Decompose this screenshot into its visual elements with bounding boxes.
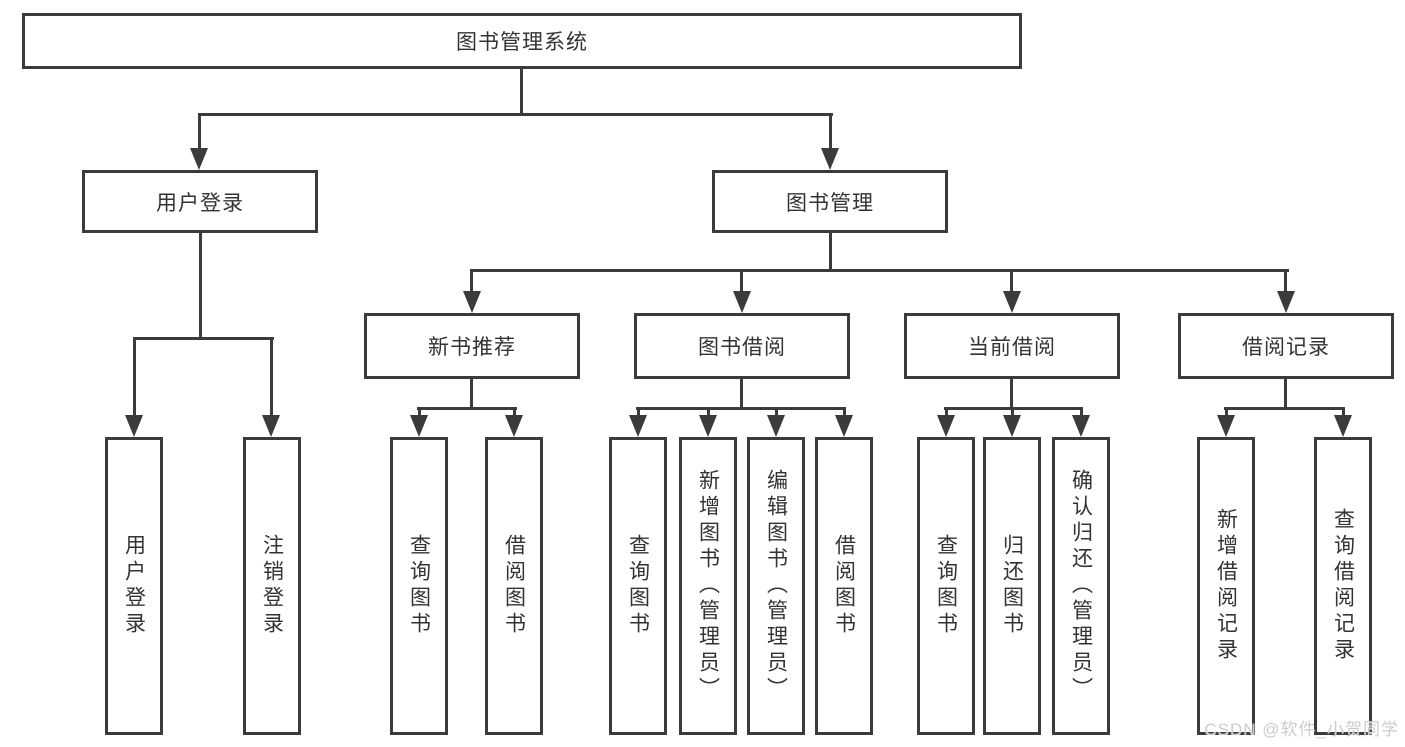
connector-line (1225, 410, 1228, 417)
leaf-logout: 注销登录 (243, 437, 301, 735)
arrow-down-icon (1217, 415, 1235, 437)
leaf-newbook-borrow-books: 借阅图书 (485, 437, 543, 735)
connector-line (829, 116, 832, 150)
node-label: 图书管理系统 (456, 31, 588, 54)
connector-line (198, 116, 201, 150)
node-label: 图书借阅 (698, 336, 786, 359)
node-root-system: 图书管理系统 (22, 13, 1022, 69)
node-label: 查询借阅记录 (1331, 508, 1355, 664)
arrow-down-icon (1003, 415, 1021, 437)
connector-line (740, 379, 743, 408)
connector-line (417, 407, 517, 410)
arrow-down-icon (629, 415, 647, 437)
connector-line (133, 337, 274, 340)
node-label: 当前借阅 (968, 336, 1056, 359)
node-label: 用户登录 (122, 534, 146, 638)
leaf-borrow-add-books-admin: 新增图书（管理员） (679, 437, 737, 735)
connector-line (470, 379, 473, 408)
arrow-down-icon (1072, 415, 1090, 437)
connector-line (1284, 379, 1287, 408)
connector-line (843, 410, 846, 417)
connector-line (270, 340, 273, 417)
connector-line (1011, 410, 1014, 417)
node-new-book-recommend: 新书推荐 (364, 313, 580, 379)
connector-line (740, 272, 743, 293)
node-label: 归还图书 (1000, 534, 1024, 638)
arrow-down-icon (505, 415, 523, 437)
node-borrowing-records: 借阅记录 (1178, 313, 1394, 379)
connector-line (1080, 410, 1083, 417)
node-label: 图书管理 (786, 191, 874, 215)
connector-line (707, 410, 710, 417)
arrow-down-icon (767, 415, 785, 437)
node-book-borrowing: 图书借阅 (634, 313, 850, 379)
arrow-down-icon (1334, 415, 1352, 437)
arrow-down-icon (125, 415, 143, 437)
leaf-borrow-edit-books-admin: 编辑图书（管理员） (747, 437, 805, 735)
node-book-management: 图书管理 (712, 170, 948, 233)
node-label: 用户登录 (156, 191, 244, 215)
connector-line (198, 113, 833, 116)
arrow-down-icon (190, 148, 208, 170)
node-label: 确认归还（管理员） (1069, 469, 1093, 703)
arrow-down-icon (937, 415, 955, 437)
connector-line (637, 410, 640, 417)
connector-line (945, 410, 948, 417)
leaf-current-confirm-return-admin: 确认归还（管理员） (1052, 437, 1110, 735)
leaf-borrow-borrow-books: 借阅图书 (815, 437, 873, 735)
leaf-borrow-query-books: 查询图书 (609, 437, 667, 735)
arrow-down-icon (821, 148, 839, 170)
node-label: 新增图书（管理员） (696, 469, 720, 703)
connector-line (1284, 272, 1287, 293)
arrow-down-icon (463, 291, 481, 313)
leaf-records-add-record: 新增借阅记录 (1197, 437, 1255, 735)
connector-line (470, 269, 1289, 272)
node-user-login: 用户登录 (82, 170, 318, 233)
connector-line (199, 233, 202, 339)
node-label: 查询图书 (934, 534, 958, 638)
arrow-down-icon (262, 415, 280, 437)
leaf-user-login: 用户登录 (105, 437, 163, 735)
node-label: 注销登录 (260, 534, 284, 638)
arrow-down-icon (1003, 291, 1021, 313)
connector-line (1010, 379, 1013, 408)
arrow-down-icon (410, 415, 428, 437)
connector-line (775, 410, 778, 417)
node-label: 借阅图书 (502, 534, 526, 638)
arrow-down-icon (699, 415, 717, 437)
connector-line (829, 233, 832, 271)
connector-line (470, 272, 473, 293)
connector-line (133, 340, 136, 417)
leaf-current-return-books: 归还图书 (983, 437, 1041, 735)
connector-line (513, 410, 516, 417)
leaf-newbook-query-books: 查询图书 (390, 437, 448, 735)
leaf-current-query-books: 查询图书 (917, 437, 975, 735)
leaf-records-query-record: 查询借阅记录 (1314, 437, 1372, 735)
node-current-borrowing: 当前借阅 (904, 313, 1120, 379)
node-label: 借阅记录 (1242, 336, 1330, 359)
connector-line (636, 407, 846, 410)
arrow-down-icon (1277, 291, 1295, 313)
arrow-down-icon (733, 291, 751, 313)
connector-line (1010, 272, 1013, 293)
node-label: 查询图书 (407, 534, 431, 638)
arrow-down-icon (835, 415, 853, 437)
connector-line (1224, 407, 1345, 410)
connector-line (1342, 410, 1345, 417)
connector-line (418, 410, 421, 417)
node-label: 新增借阅记录 (1214, 508, 1238, 664)
connector-line (520, 69, 523, 115)
node-label: 编辑图书（管理员） (764, 469, 788, 703)
connector-line (944, 407, 1083, 410)
node-label: 新书推荐 (428, 336, 516, 359)
csdn-watermark: CSDN @软件_小贺同学 (1204, 720, 1399, 739)
node-label: 借阅图书 (832, 534, 856, 638)
node-label: 查询图书 (626, 534, 650, 638)
